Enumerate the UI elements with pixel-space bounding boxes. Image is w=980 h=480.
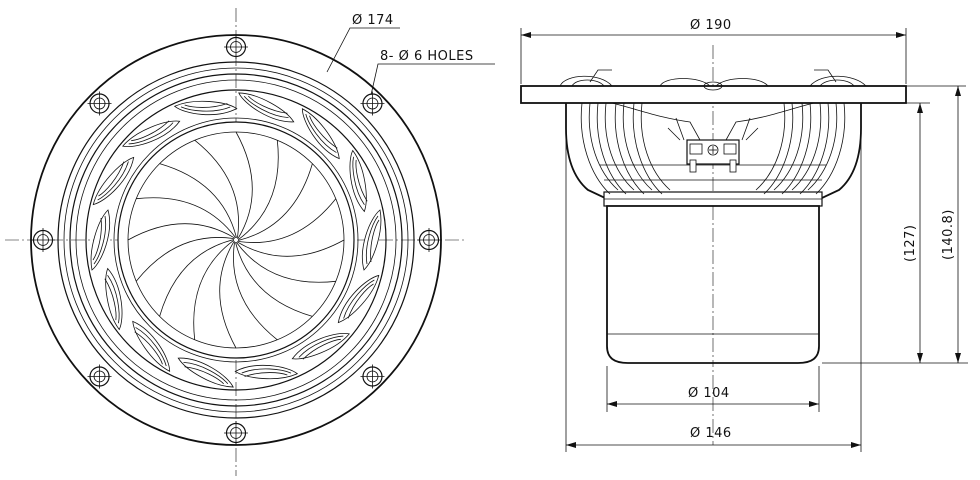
surround-vane [92,156,135,206]
flange-bump-inner [571,69,855,87]
dimension-magnet-diameter [606,366,820,412]
surround-vane [301,108,340,160]
surround-vane [177,357,234,388]
cone-spoke [236,242,336,283]
surround-vane [122,120,181,148]
surround-vane [349,149,368,213]
surround-outer [85,89,387,391]
basket-ribs [580,102,846,195]
basket-rib-edge [773,102,804,191]
basket-rib [614,102,645,195]
magnet-depth-label: (127) [903,225,918,262]
cone-spoke [238,140,279,240]
basket-rib-edge [622,102,653,191]
surround-vanes [90,92,382,388]
surround-vane [362,209,382,271]
cone-spokes [127,131,345,349]
dimension-overall-diameter [520,28,907,84]
gasket-inner [75,79,397,401]
mounting-hole [224,421,248,445]
surround-vane [173,100,238,116]
overall-depth-label: (140.8) [941,209,956,260]
basket-rib [815,102,846,195]
basket-rib-edge [791,102,822,191]
cone-outer-rim [117,121,355,359]
surround-vane [291,332,350,360]
mounting-hole [417,228,441,252]
flange-diameter-leader [326,27,400,73]
flange-bumps [559,75,867,87]
cone-spoke [194,139,239,238]
mounting-hole [31,228,55,252]
basket-rib-edge [604,102,635,191]
surround-vane [234,364,299,380]
surround-vane [238,92,295,123]
mounting-hole [87,91,112,116]
cone-spoke [159,163,237,238]
mounting-hole [87,364,112,389]
frame-step [63,67,409,413]
surround-vane [90,209,110,271]
cone-spoke [235,131,253,239]
surround-inner [113,117,359,363]
gasket-outer [69,73,403,407]
flange-center-hole [703,81,723,91]
basket-rib [596,102,627,195]
cone-profile-left [611,102,701,141]
surround-vane [337,274,380,324]
cone-spoke [159,239,234,317]
cone-spoke [127,223,235,241]
terminal-block [667,117,759,173]
mounting-hole [360,364,385,389]
surround-vane [104,267,123,331]
side-view: Ø 190 Ø 104 Ø 146 (127) [520,18,968,452]
dimension-basket-diameter [565,130,862,452]
cone-spoke [235,242,313,317]
basket-rib-edge [807,102,838,191]
basket-rib [632,102,663,195]
dimension-overall-depth [906,85,966,363]
overall-diameter-label: Ø 190 [690,18,732,33]
cone-spoke [238,198,337,243]
basket-rib [763,102,794,195]
basket-rib-edge [588,102,619,191]
basket-rib-edge [755,102,786,191]
mounting-holes [31,35,441,445]
cone-spoke [238,163,313,241]
mounting-hole [224,35,248,59]
basket-rib [781,102,812,195]
basket-diameter-label: Ø 146 [690,426,732,441]
mounting-holes-label: 8- Ø 6 HOLES [380,49,474,64]
cone-spoke [233,242,278,341]
flange-diameter-label: Ø 174 [352,13,394,28]
cone-spoke [135,237,234,282]
magnet-diameter-label: Ø 104 [688,386,730,401]
basket-rib-edge [640,102,671,191]
cone-center [233,237,239,243]
surround-vane [132,320,171,372]
side-flange [520,85,907,104]
cone-spoke [193,240,234,340]
cone-spoke [219,241,237,349]
basket-rib [580,102,611,195]
cone-spoke [136,197,236,238]
cone-profile-right [725,102,815,141]
basket-rib [799,102,830,195]
front-view: Ø 174 8- Ø 6 HOLES [5,8,495,476]
mounting-holes-leader [370,63,495,96]
dimension-magnet-depth [822,102,968,364]
mounting-hole [360,91,385,116]
cone-spoke [237,239,345,257]
frame-inner-edge [57,61,415,419]
